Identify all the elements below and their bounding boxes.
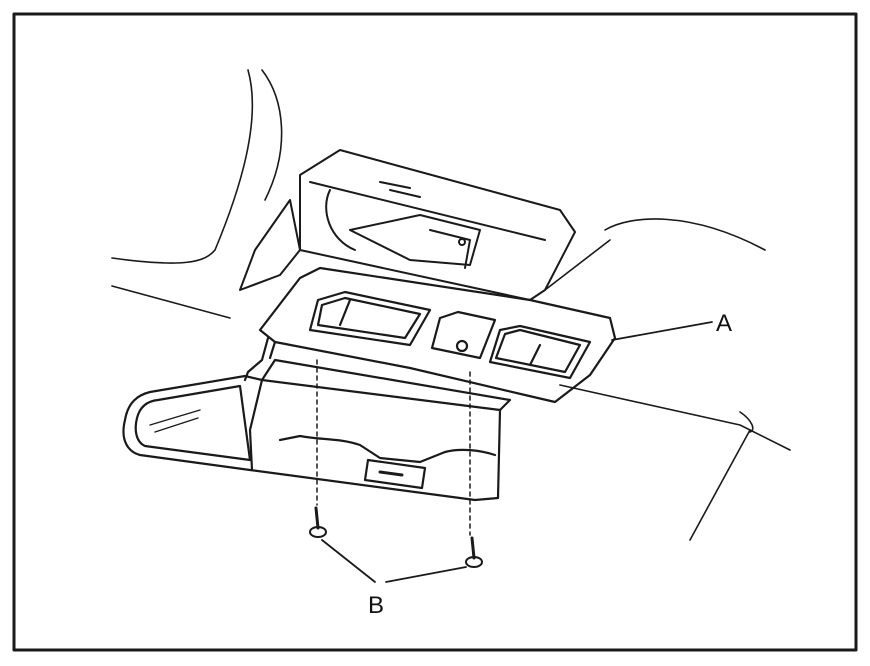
mounting-screw-right (465, 536, 483, 568)
callout-label-a: A (716, 310, 733, 337)
callout-leaders (321, 321, 713, 583)
windshield-outline (111, 69, 791, 541)
overhead-console-bezel (243, 266, 617, 404)
rearview-mirror (122, 358, 512, 502)
screw-guide-lines (316, 359, 471, 536)
figure-frame (12, 12, 858, 652)
center-switch (430, 310, 497, 360)
leader-b-left (321, 539, 376, 583)
right-lamp-lens (488, 324, 592, 380)
console-housing (239, 149, 576, 301)
left-lamp-lens (308, 290, 432, 347)
mounting-screw-left (309, 506, 327, 538)
callout-label-b: B (368, 592, 385, 619)
leader-b-right (385, 566, 467, 583)
leader-a (611, 321, 713, 341)
mirror-mount-clip (363, 458, 427, 490)
